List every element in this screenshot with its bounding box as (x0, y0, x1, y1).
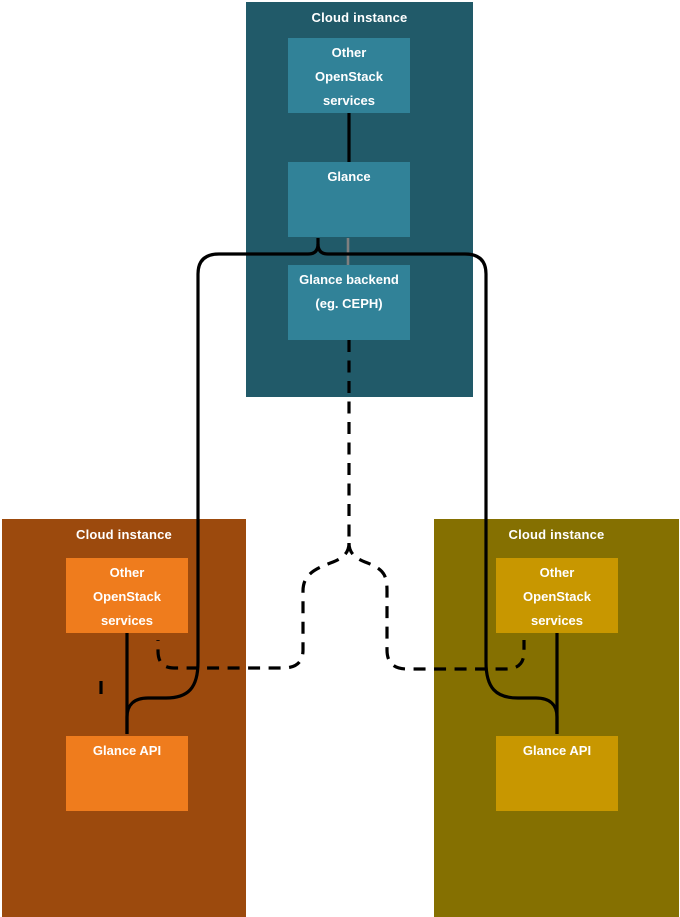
node-label-line: Other (331, 45, 367, 60)
node-label-line: Other (539, 565, 575, 580)
node-glance: Glance (288, 162, 410, 237)
node-label-line: Glance backend (299, 272, 399, 287)
node-left-other-openstack-services: Other OpenStack services (66, 558, 188, 633)
cloud-title: Cloud instance (508, 527, 605, 542)
node-label-line: Glance (327, 169, 371, 184)
node-label-line: OpenStack (93, 589, 161, 604)
node-label-line: Glance API (522, 743, 592, 758)
node-label-line: OpenStack (523, 589, 591, 604)
node-label-line: services (100, 613, 154, 628)
node-right-glance-api: Glance API (496, 736, 618, 811)
node-top-other-openstack-services: Other OpenStack services (288, 38, 410, 113)
node-glance-backend: Glance backend (eg. CEPH) (288, 265, 410, 340)
cloud-title: Cloud instance (76, 527, 172, 542)
node-left-glance-api: Glance API (66, 736, 188, 811)
node-label-line: services (322, 93, 376, 108)
node-label-line: OpenStack (315, 69, 383, 84)
node-label-line: services (530, 613, 584, 628)
node-right-other-openstack-services: Other OpenStack services (496, 558, 618, 633)
cloud-title: Cloud instance (311, 10, 408, 25)
node-label-line: Glance API (92, 743, 162, 758)
node-label-line: Other (109, 565, 145, 580)
node-label-line: (eg. CEPH) (315, 296, 383, 311)
